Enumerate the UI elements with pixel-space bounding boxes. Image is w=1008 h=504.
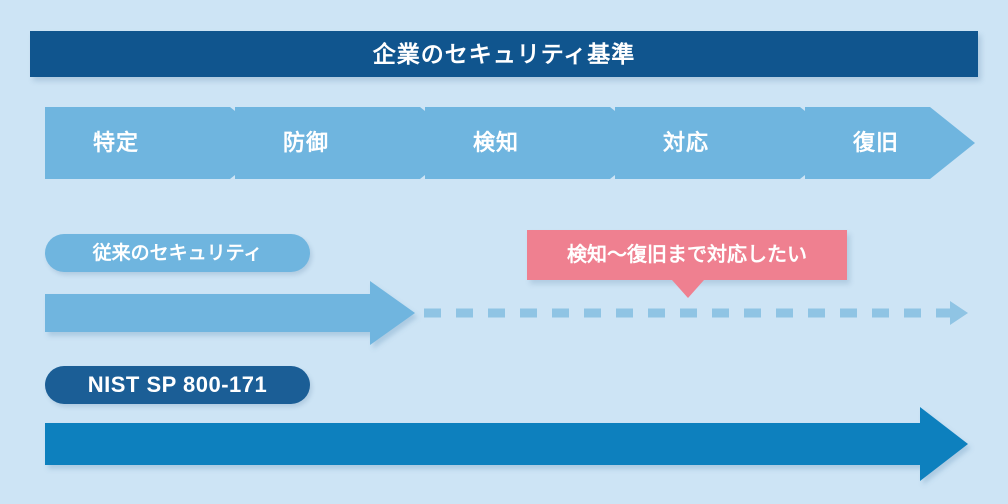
diagram-title: 企業のセキュリティ基準 xyxy=(372,40,636,67)
phase-label-4: 対応 xyxy=(663,130,710,155)
callout-text: 検知〜復旧まで対応したい xyxy=(567,244,807,266)
nist-track-label-text: NIST SP 800-171 xyxy=(87,372,268,397)
legacy-dashed-arrowhead-icon xyxy=(950,301,968,325)
nist-track-label: NIST SP 800-171 xyxy=(45,366,310,404)
phase-label-5: 復旧 xyxy=(853,130,900,155)
legacy-track-label-text: 従来のセキュリティ xyxy=(92,242,263,264)
phase-chevron-row: 特定 防御 検知 対応 復旧 xyxy=(45,107,975,179)
legacy-track-label: 従来のセキュリティ xyxy=(45,234,310,272)
callout-box: 検知〜復旧まで対応したい xyxy=(527,230,847,280)
phase-chevron-5: 復旧 xyxy=(805,107,975,179)
callout-pointer-icon xyxy=(672,280,704,298)
nist-solid-arrow-icon xyxy=(45,407,968,481)
diagram-title-bar: 企業のセキュリティ基準 xyxy=(30,31,978,77)
phase-label-1: 特定 xyxy=(93,130,140,155)
legacy-solid-arrow-icon xyxy=(45,281,415,345)
phase-label-3: 検知 xyxy=(473,130,520,155)
phase-label-2: 防御 xyxy=(283,130,330,155)
